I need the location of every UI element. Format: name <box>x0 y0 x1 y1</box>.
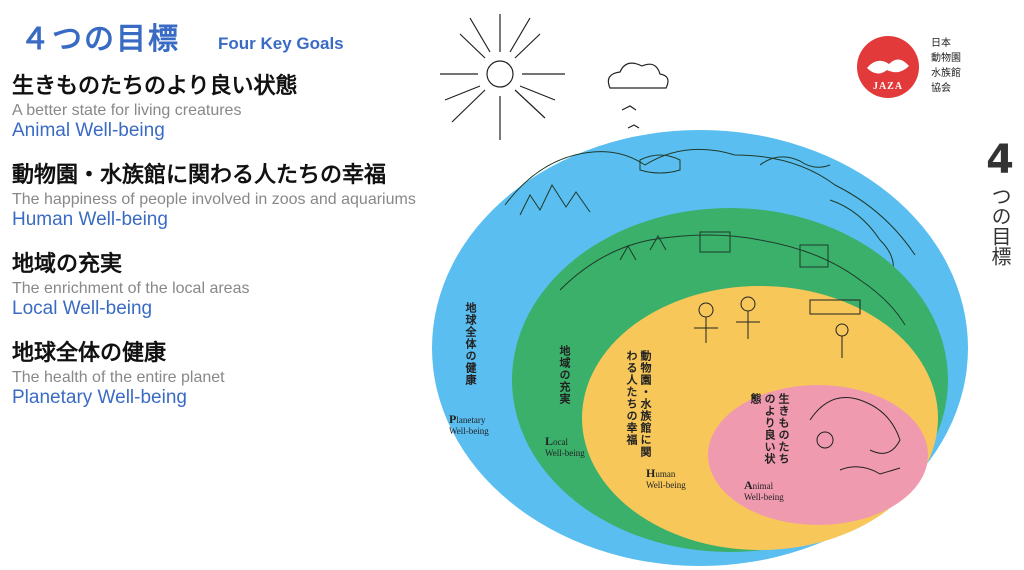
people-illustration <box>694 296 861 358</box>
goal-name: Animal Well-being <box>12 120 165 141</box>
whale-icon <box>867 59 909 74</box>
page-title: ４つの目標 <box>20 22 180 57</box>
jaza-abbr: JAZA <box>872 81 904 92</box>
goal-title-jp: 地球全体の健康 <box>12 341 167 366</box>
goal-item: 生きものたちのより良い状態 A better state for living … <box>12 72 482 142</box>
sun-icon <box>440 14 565 140</box>
goals-list: 生きものたちのより良い状態 A better state for living … <box>12 72 482 428</box>
goal-title-jp: 地域の充実 <box>12 252 123 277</box>
goal-item: 地球全体の健康 The health of the entire planet … <box>12 339 482 409</box>
goal-description: The health of the entire planet <box>12 369 225 386</box>
goal-name: Planetary Well-being <box>12 387 187 408</box>
side-title: 4 つの目標 <box>980 138 1020 266</box>
goal-item: 地域の充実 The enrichment of the local areas … <box>12 250 482 320</box>
bird-icon <box>621 105 640 129</box>
goal-name: Human Well-being <box>12 209 168 230</box>
cloud-icon <box>607 62 669 89</box>
goal-title-jp: 生きものたちのより良い状態 <box>12 74 298 99</box>
jaza-logo: JAZA 日本 動物園 水族館 協会 <box>857 36 973 98</box>
human-label-jp: 動物園・水族館に関わる人たちの幸福 <box>625 350 652 458</box>
jaza-emblem: JAZA <box>857 36 919 98</box>
goal-title-jp: 動物園・水族館に関わる人たちの幸福 <box>12 163 387 188</box>
animal-illustration <box>809 397 901 475</box>
goal-description: The enrichment of the local areas <box>12 280 250 297</box>
animal-label-jp: 生きものたちのより良い状態 <box>749 393 790 465</box>
org-name: 日本 動物園 水族館 協会 <box>931 38 961 94</box>
page-subtitle: Four Key Goals <box>218 34 344 53</box>
animal-ring <box>708 385 928 525</box>
goal-item: 動物園・水族館に関わる人たちの幸福 The happiness of peopl… <box>12 161 482 231</box>
side-title-number: 4 <box>986 137 1014 183</box>
side-title-text: つの目標 <box>988 186 1012 266</box>
local-label-jp: 地域の充実 <box>558 345 571 405</box>
village-illustration <box>559 231 906 326</box>
goal-description: A better state for living creatures <box>12 102 242 119</box>
page-header: ４つの目標 Four Key Goals <box>20 14 344 58</box>
goal-description: The happiness of people involved in zoos… <box>12 191 416 208</box>
goal-name: Local Well-being <box>12 298 153 319</box>
planetary-label-jp: 地球全体の健康 <box>464 302 477 386</box>
